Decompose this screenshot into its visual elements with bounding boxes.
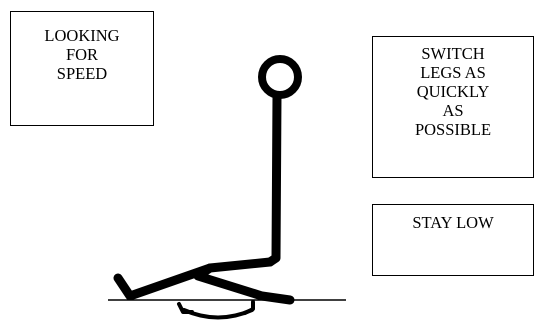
figure-head <box>262 59 298 95</box>
double-headed-curved-arrow-icon <box>179 302 253 318</box>
stick-figure-icon <box>118 59 298 300</box>
figure-extended-leg <box>118 268 210 296</box>
figure-torso <box>270 96 277 262</box>
